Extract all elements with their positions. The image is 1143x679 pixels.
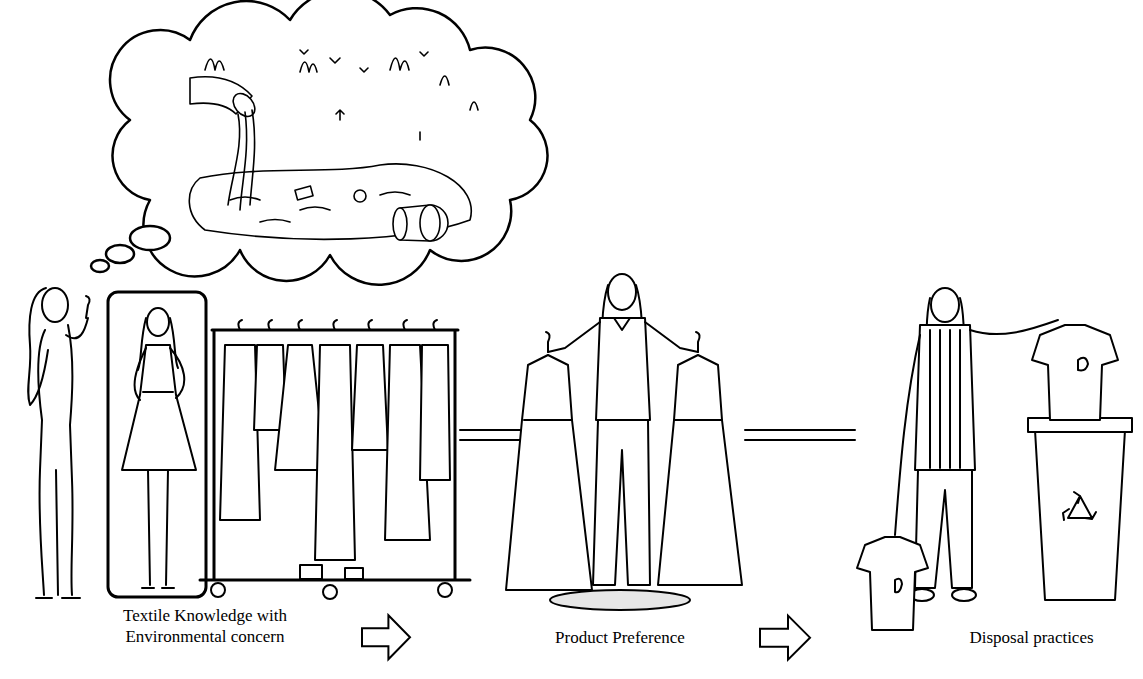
woman-figure <box>658 355 742 585</box>
clothing-rack <box>300 565 322 579</box>
illustration <box>28 0 1132 630</box>
woman-figure <box>506 274 742 610</box>
woman-figure <box>38 325 72 595</box>
woman-figure <box>506 355 592 590</box>
woman-figure <box>593 420 650 585</box>
polluted-pond <box>228 110 255 210</box>
mirror <box>108 292 206 597</box>
mirror <box>147 308 169 336</box>
thought-cloud <box>91 0 548 285</box>
woman-figure <box>915 325 975 470</box>
t-shirt <box>895 579 902 593</box>
polluted-pond <box>229 89 260 120</box>
woman-figure <box>952 589 976 601</box>
double-rule <box>460 430 855 440</box>
recycle-bin <box>1063 492 1096 520</box>
polluted-pond <box>295 186 313 200</box>
woman-figure <box>66 296 90 338</box>
caption-text: Textile Knowledge with Environmental con… <box>108 605 303 648</box>
double-rule <box>460 430 855 440</box>
clothing-rack <box>315 345 355 560</box>
t-shirt <box>1032 325 1118 420</box>
clothing-rack <box>220 345 260 520</box>
t-shirt <box>857 537 928 630</box>
woman-figure <box>674 419 722 421</box>
recycle-bin <box>1028 418 1132 600</box>
woman-figure <box>524 419 572 421</box>
caption-panel: Product Preference <box>410 627 760 648</box>
caption-text: Disposal practices <box>920 627 1143 648</box>
block-arrow <box>760 616 810 660</box>
woman-figure <box>930 330 960 468</box>
clothing-rack <box>420 345 450 480</box>
woman-figure <box>614 318 630 330</box>
recycle-bin <box>1035 430 1125 600</box>
thought-cloud <box>130 226 170 250</box>
mirror <box>122 345 196 470</box>
woman-figure <box>596 318 650 420</box>
mirror <box>108 292 206 597</box>
t-shirt <box>857 325 1118 630</box>
woman-figure <box>548 322 698 352</box>
t-shirt <box>1078 358 1088 371</box>
clothing-rack <box>345 568 363 579</box>
woman-figure <box>36 597 80 599</box>
polluted-pond <box>300 50 428 72</box>
clothing-rack <box>200 330 470 580</box>
polluted-pond <box>354 190 366 202</box>
caption-text: Product Preference <box>480 627 760 648</box>
clothing-rack <box>438 583 452 597</box>
block-arrow <box>362 615 410 659</box>
woman-figure <box>42 288 68 322</box>
clothing-rack <box>211 583 225 597</box>
polluted-pond <box>336 110 420 140</box>
thought-cloud <box>110 0 547 285</box>
caption-panel: Textile Knowledge with Environmental con… <box>0 605 362 648</box>
clothing-rack <box>352 345 388 450</box>
thought-cloud <box>91 260 109 272</box>
caption-panel: Disposal practices <box>810 627 1143 648</box>
clothing-rack <box>238 320 437 330</box>
thought-cloud <box>106 245 134 263</box>
woman-figure <box>56 470 58 595</box>
polluted-pond <box>230 192 410 222</box>
clothing-rack <box>200 320 470 599</box>
woman-figure <box>608 274 636 310</box>
mirror <box>135 348 185 588</box>
woman-figure <box>550 590 690 610</box>
polluted-pond <box>189 50 478 241</box>
woman-figure <box>546 332 700 352</box>
polluted-pond <box>393 208 407 240</box>
woman-figure <box>28 288 89 598</box>
polluted-pond <box>420 205 440 241</box>
clothing-rack <box>323 585 337 599</box>
woman-figure <box>931 288 959 322</box>
